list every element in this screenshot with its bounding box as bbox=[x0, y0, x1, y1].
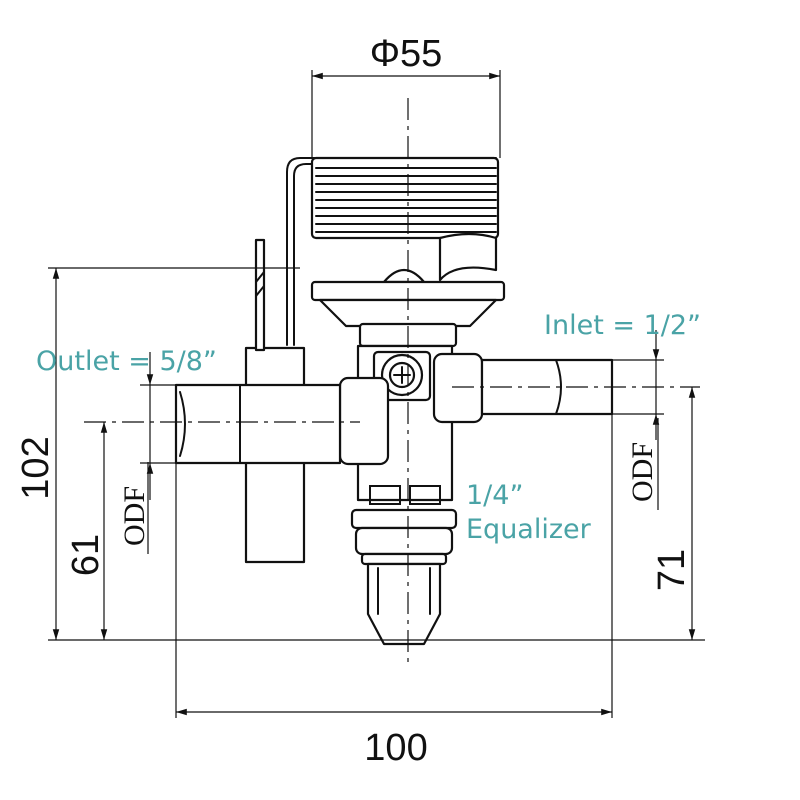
diaphragm-housing bbox=[318, 298, 498, 328]
power-head-coil bbox=[310, 156, 500, 282]
center-lines bbox=[84, 98, 700, 662]
equalizer-nut bbox=[354, 526, 454, 556]
inlet-label: Inlet = 1/2” bbox=[544, 310, 701, 341]
equalizer-name-label: Equalizer bbox=[466, 514, 592, 545]
diaphragm-top bbox=[382, 268, 426, 284]
outlet-height-label: 61 bbox=[65, 534, 107, 576]
equalizer-fitting bbox=[366, 562, 442, 646]
inlet-height-label: 71 bbox=[651, 549, 693, 591]
outlet-label: Outlet = 5/8” bbox=[36, 346, 217, 377]
diameter-label: Φ55 bbox=[370, 33, 443, 75]
dimension-lines bbox=[48, 70, 705, 718]
odf-right-label: ODF bbox=[626, 442, 659, 502]
outlet-tube bbox=[174, 383, 342, 465]
equalizer-size-label: 1/4” bbox=[466, 480, 523, 511]
inlet-nut bbox=[432, 352, 484, 424]
capillary-tube bbox=[286, 157, 497, 346]
overall-width-label: 100 bbox=[364, 727, 427, 769]
odf-left-label: ODF bbox=[118, 486, 151, 546]
overall-height-label: 102 bbox=[15, 436, 57, 499]
outlet-nut bbox=[338, 376, 390, 466]
valve-body bbox=[174, 156, 614, 646]
